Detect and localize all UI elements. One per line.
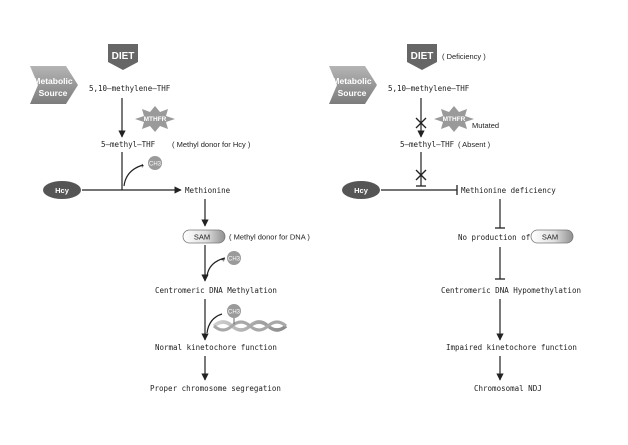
metabolic-source-node [30,66,78,104]
sam-label-right: SAM [542,233,558,242]
metabolic-source-label-right-1: Metabolic [332,76,371,86]
ch3-release-curve [123,164,144,187]
ch3-chip-a [148,156,162,170]
mthfr-label-right: MTHFR [443,116,466,123]
metabolic-source-label-1: Metabolic [33,76,72,86]
centromeric-methylation-label: Centromeric DNA Methylation [155,286,277,295]
metabolic-source-label-2: Source [39,88,68,98]
ch3-chip-b [227,251,241,265]
methyl-donor-dna-note: ( Methyl donor for DNA ) [229,233,310,242]
methionine-label: Methionine [185,186,231,195]
diet-label-right: DIET [411,51,434,62]
left-panel: DIET Metabolic Source 5,10–methylene–THF… [30,44,310,393]
hypomethylation-label: Centromeric DNA Hypomethylation [441,286,581,295]
impaired-kinetochore-label: Impaired kinetochore function [446,343,577,352]
mutated-label: Mutated [472,121,499,130]
ch3-chip-c [227,304,241,318]
methylene-thf-label-right: 5,10–methylene–THF [388,84,470,93]
metabolic-source-node-right [329,66,377,104]
no-production-label: No production of [458,233,530,242]
ch3-label-b: CH3 [228,257,241,263]
mthfr-starburst-right [434,106,474,132]
hcy-node [43,181,81,199]
mthfr-label: MTHFR [144,116,167,123]
mthfr-starburst [135,106,175,132]
ch3-attach-curve [206,313,223,334]
chromosomal-ndj-label: Chromosomal NDJ [474,384,542,393]
normal-kinetochore-label: Normal kinetochore function [155,343,277,352]
block-x-1-icon [415,117,427,129]
deficiency-label: ( Deficiency ) [442,52,486,61]
sam-pill [182,229,226,244]
methyl-thf-label-right: 5–methyl–THF [400,140,455,149]
hcy-node-right [342,181,380,199]
sam-pill-right [530,229,574,244]
dna-helix-icon [212,320,288,332]
methyl-donor-hcy-note: ( Methyl donor for Hcy ) [172,140,251,149]
ch3-label-a: CH3 [149,162,162,168]
ch3-release-curve-b [206,257,226,277]
block-x-2-icon [415,169,427,181]
absent-label: ( Absent ) [458,140,491,149]
methyl-thf-label: 5–methyl–THF [101,140,156,149]
metabolic-source-label-right-2: Source [338,88,367,98]
diet-node [108,44,138,70]
ch3-label-c: CH3 [228,310,241,316]
proper-segregation-label: Proper chromosome segregation [150,384,281,393]
sam-label: SAM [194,233,210,242]
methylene-thf-label: 5,10–methylene–THF [89,84,171,93]
hcy-label-right: Hcy [354,186,369,195]
hcy-label: Hcy [55,186,70,195]
diet-label: DIET [112,51,135,62]
diet-node-right [407,44,437,70]
methionine-deficiency-label: Methionine deficiency [461,186,556,195]
ch3-plus-b: + [221,255,226,264]
right-panel: DIET ( Deficiency ) Metabolic Source 5,1… [329,44,581,393]
ch3-plus-a: + [140,161,145,170]
